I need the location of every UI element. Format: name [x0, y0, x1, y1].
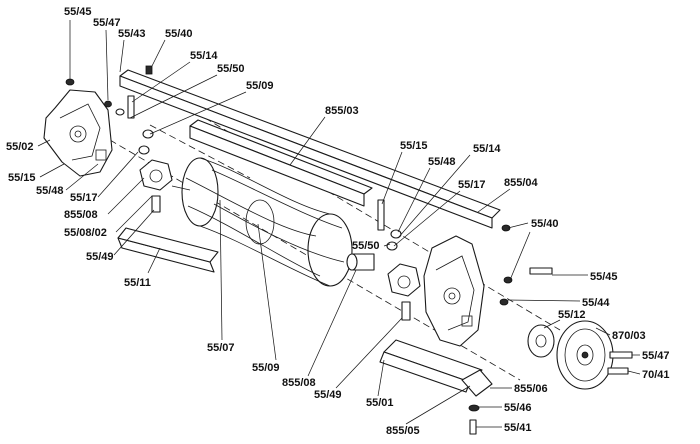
callout-labels: 55/45 55/47 55/43 55/40 55/14 55/50 55/0…	[6, 6, 670, 437]
label-55-02: 55/02	[6, 141, 34, 153]
label-55-40-right: 55/40	[531, 218, 559, 230]
label-55-12: 55/12	[558, 309, 586, 321]
spring-55-49-left	[151, 195, 161, 213]
roller-beam-855-03	[189, 119, 373, 207]
washer-55-47-left	[104, 100, 112, 108]
nut-55-14-left	[115, 108, 125, 116]
label-55-07: 55/07	[207, 342, 235, 354]
label-55-48-right: 55/48	[428, 156, 456, 168]
bottom-blade-55-11	[117, 227, 219, 273]
cutting-reel	[171, 157, 375, 287]
label-55-45-top: 55/45	[64, 6, 92, 18]
label-55-14-left: 55/14	[190, 50, 218, 62]
roller-bracket-855-06	[461, 369, 493, 397]
label-55-41: 55/41	[504, 422, 532, 434]
label-55-11: 55/11	[124, 277, 151, 289]
label-55-15-left: 55/15	[8, 172, 36, 184]
label-55-49-left: 55/49	[86, 251, 114, 263]
left-bearing-housing	[139, 159, 173, 213]
collar-55-12	[527, 324, 555, 358]
label-55-08-02: 55/08/02	[64, 227, 107, 239]
crossbar-55-43	[119, 69, 501, 229]
front-roller-55-01	[379, 339, 483, 393]
label-55-09-top: 55/09	[246, 80, 274, 92]
label-870-03: 870/03	[612, 330, 646, 342]
label-70-41: 70/41	[642, 369, 670, 381]
screw-55-40-right-upper	[501, 224, 511, 232]
label-855-08-bottom: 855/08	[282, 377, 316, 389]
screw-55-47-right	[609, 351, 633, 359]
bushing-55-50-right	[386, 241, 398, 251]
screw-55-41	[469, 419, 477, 435]
washer-55-46	[468, 404, 480, 412]
label-55-45-right: 55/45	[590, 271, 618, 283]
screw-55-40-top	[145, 65, 153, 75]
screw-70-41	[607, 367, 629, 375]
label-55-17-right: 55/17	[458, 179, 486, 191]
label-55-01: 55/01	[366, 397, 394, 409]
label-55-50-left: 55/50	[217, 63, 245, 75]
right-bearing-housing	[377, 199, 421, 321]
label-855-06: 855/06	[514, 383, 548, 395]
label-55-40-top: 55/40	[165, 28, 193, 40]
leader-lines	[37, 20, 641, 428]
label-55-48-left: 55/48	[36, 185, 64, 197]
bottom-screws	[468, 351, 633, 435]
right-fasteners	[499, 224, 553, 306]
nut-55-44	[499, 298, 509, 306]
screw-55-45-right	[529, 267, 553, 275]
label-55-46: 55/46	[504, 402, 532, 414]
label-55-49-bottom: 55/49	[314, 389, 342, 401]
label-55-47-right: 55/47	[642, 350, 670, 362]
label-55-47-top: 55/47	[93, 17, 121, 29]
screw-55-40-right-lower	[503, 276, 513, 284]
label-855-05: 855/05	[386, 425, 420, 437]
label-855-03: 855/03	[325, 105, 359, 117]
spring-55-50-left	[127, 95, 135, 119]
label-855-08-left: 855/08	[64, 209, 98, 221]
label-55-50-right: 55/50	[352, 240, 380, 252]
pulley-870-03	[556, 320, 614, 390]
label-55-43: 55/43	[118, 28, 146, 40]
left-side-plate	[43, 89, 113, 177]
bushing-55-17-left	[138, 145, 150, 155]
label-55-17-left: 55/17	[70, 192, 98, 204]
reel-shaft-left	[171, 185, 191, 191]
label-55-15-right: 55/15	[400, 140, 428, 152]
label-55-09-bottom: 55/09	[252, 362, 280, 374]
spring-55-49-right	[401, 301, 411, 321]
label-855-04: 855/04	[504, 177, 539, 189]
label-55-14-right: 55/14	[473, 143, 501, 155]
bushing-55-48-left	[142, 129, 154, 139]
right-side-plate	[423, 235, 485, 347]
label-55-44: 55/44	[582, 297, 610, 309]
spring-55-15-right	[377, 199, 385, 231]
reel-axis-line	[149, 124, 251, 179]
